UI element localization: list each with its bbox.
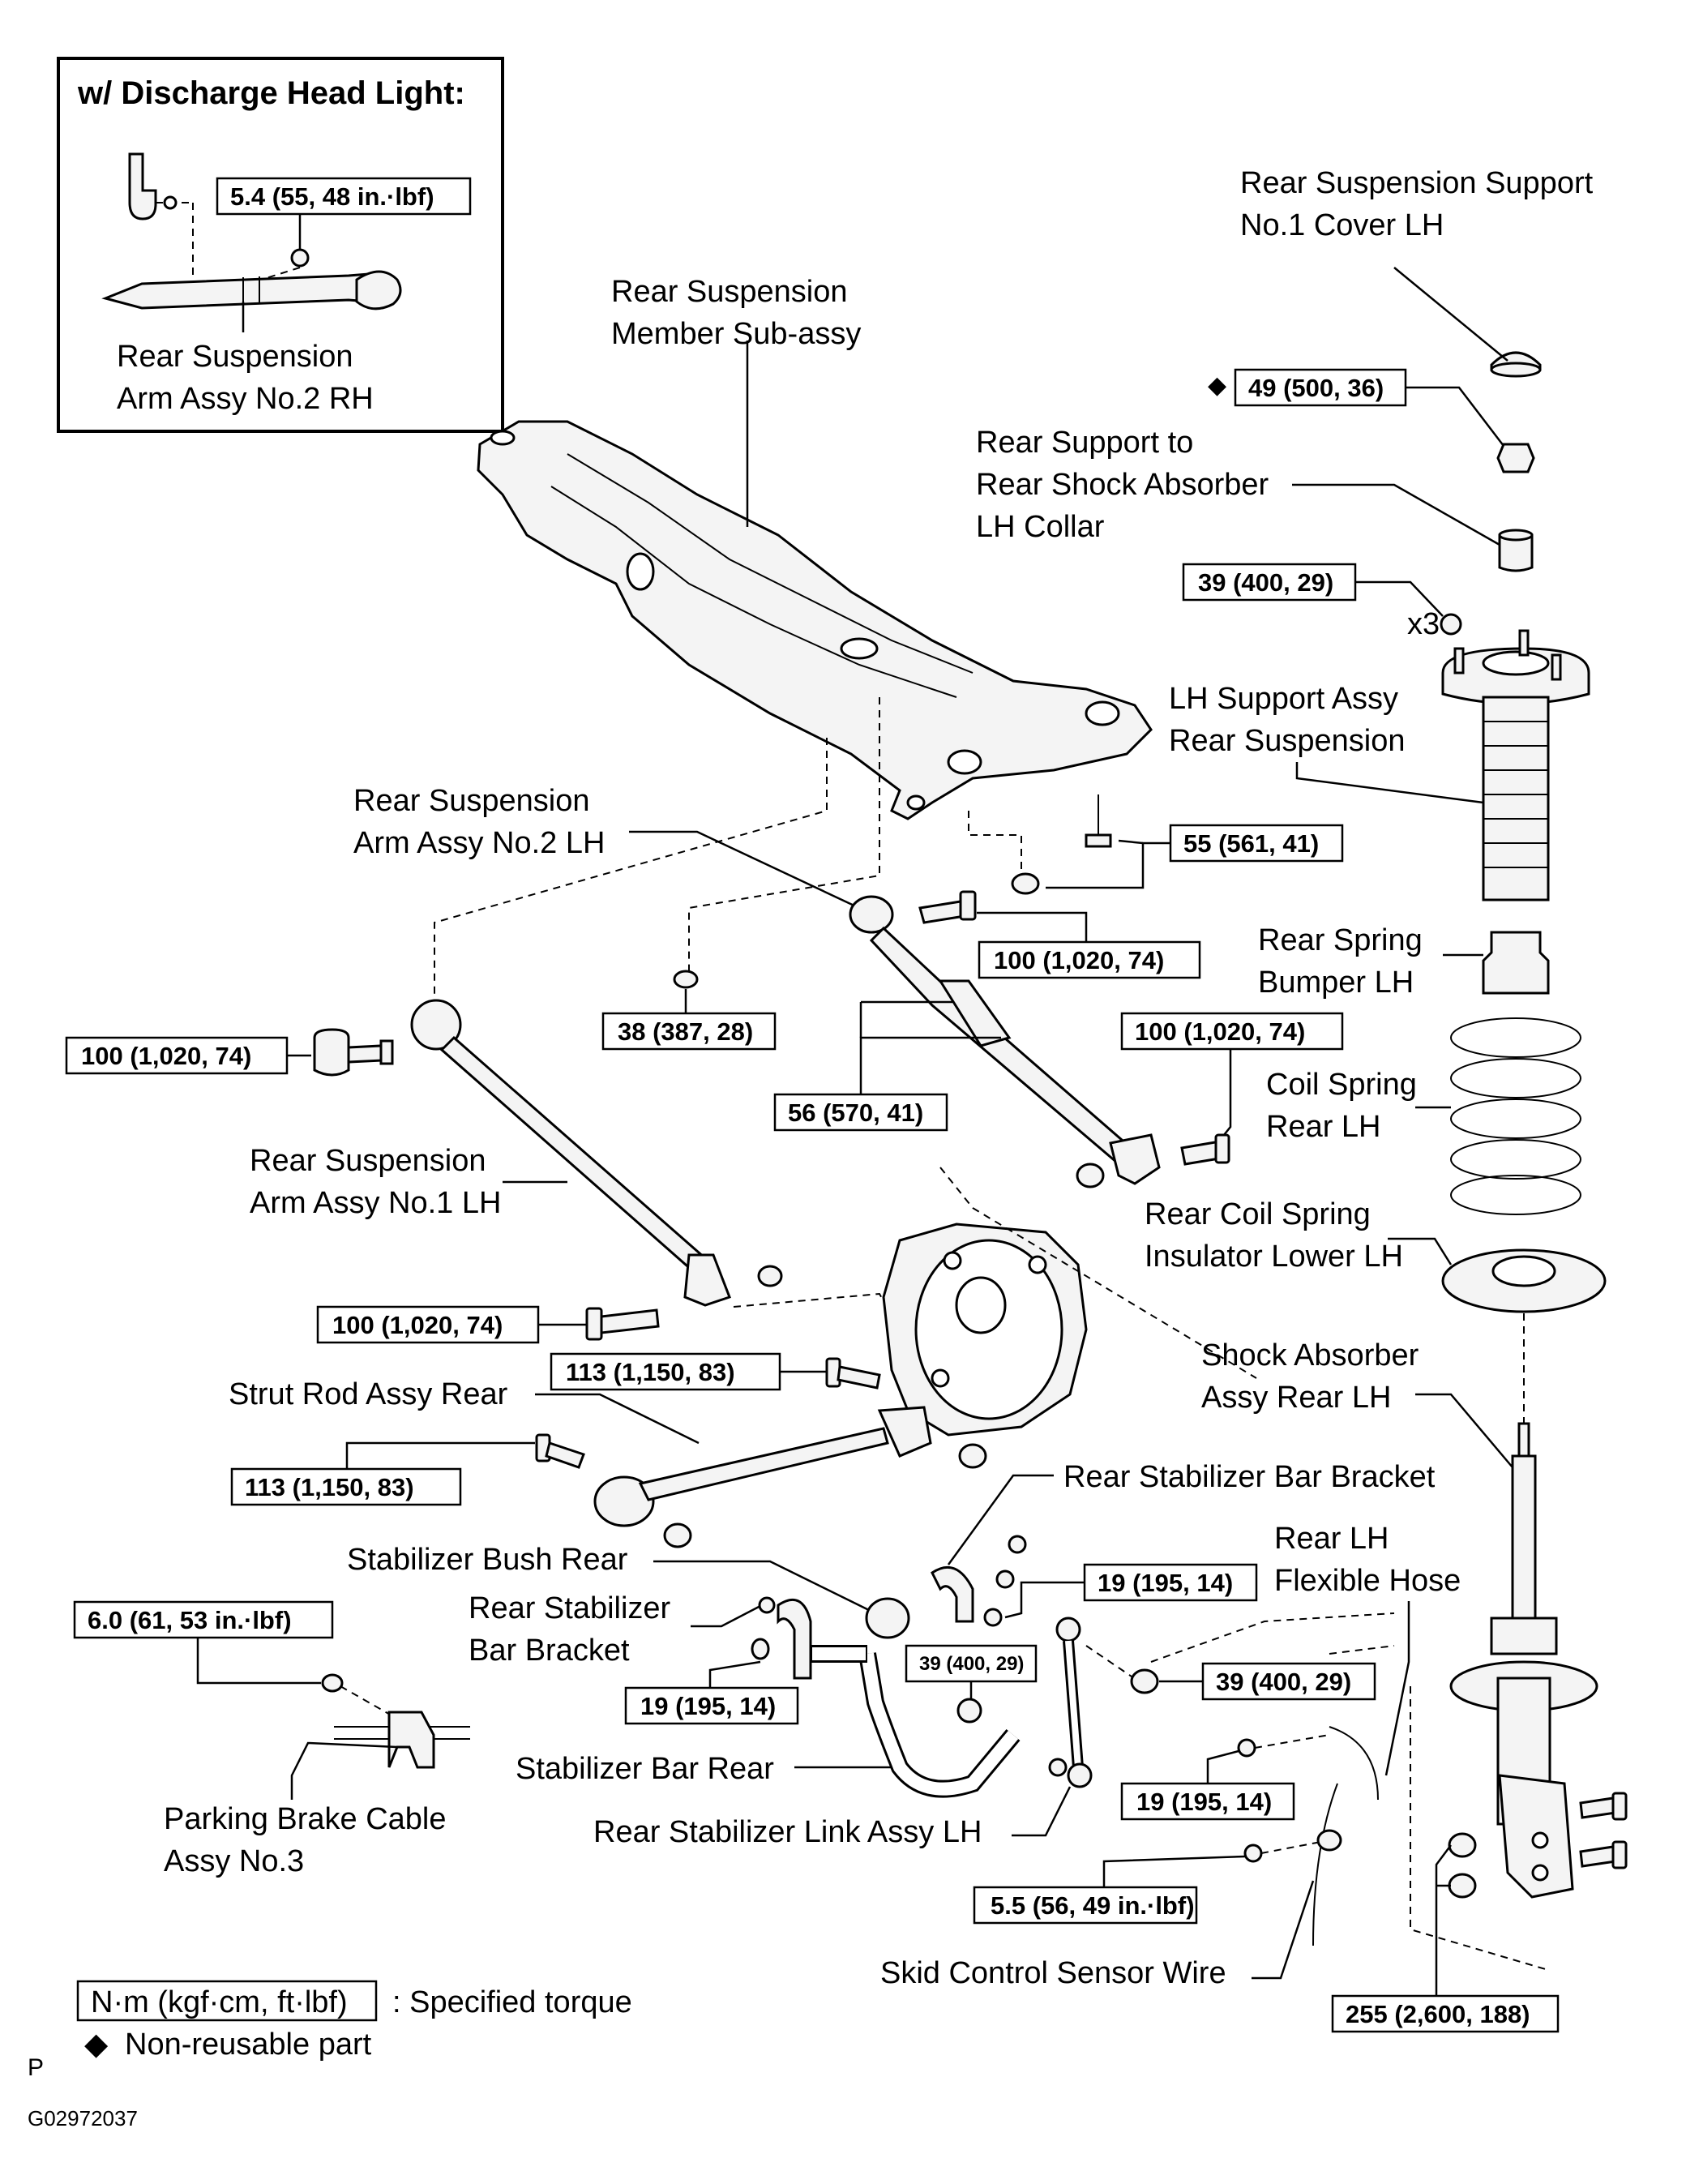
label-collar-1: Rear Support to xyxy=(976,426,1193,460)
torque-19-bracket: 19 (195, 14) xyxy=(1098,1569,1233,1597)
label-lh-support-2: Rear Suspension xyxy=(1169,724,1406,758)
stab-bush-part xyxy=(865,1597,910,1639)
label-shock-1: Shock Absorber xyxy=(1201,1338,1419,1372)
legend-unit: N·m (kgf·cm, ft·lbf) xyxy=(91,1985,348,2019)
footer-letter: P xyxy=(28,2054,44,2081)
coil-spring-insulator xyxy=(1441,1248,1607,1313)
label-collar-2: Rear Shock Absorber xyxy=(976,468,1269,502)
arm-no1-lh xyxy=(410,999,731,1307)
torque-19-left: 19 (195, 14) xyxy=(640,1692,776,1720)
label-stab-bar: Stabilizer Bar Rear xyxy=(516,1752,774,1786)
stabilizer-link xyxy=(1055,1617,1093,1788)
label-insulator-2: Insulator Lower LH xyxy=(1145,1240,1403,1274)
torque-6: 6.0 (61, 53 in.·lbf) xyxy=(88,1606,292,1634)
label-support-cover-1: Rear Suspension Support xyxy=(1240,166,1594,200)
inset-nut xyxy=(290,248,310,268)
label-stab-bush: Stabilizer Bush Rear xyxy=(347,1543,628,1577)
label-pb-cable-1: Parking Brake Cable xyxy=(164,1802,447,1836)
inset-part-line1: Rear Suspension xyxy=(117,340,353,374)
stab-bracket-right xyxy=(931,1565,974,1623)
label-bumper-2: Bumper LH xyxy=(1258,966,1414,1000)
legend: N·m (kgf·cm, ft·lbf) : Specified torque … xyxy=(76,1980,632,2062)
parking-brake-cable xyxy=(334,1711,470,1769)
inset-title: w/ Discharge Head Light: xyxy=(77,75,465,111)
nonreusable-diamond-49: ◆ xyxy=(1208,372,1226,399)
label-collar-3: LH Collar xyxy=(976,510,1105,544)
label-stab-bracket-right: Rear Stabilizer Bar Bracket xyxy=(1063,1460,1436,1494)
label-pb-cable-2: Assy No.3 xyxy=(164,1844,304,1878)
torque-38: 38 (387, 28) xyxy=(618,1017,753,1046)
label-hose-2: Flexible Hose xyxy=(1274,1564,1461,1598)
inset-part-line2: Arm Assy No.2 RH xyxy=(117,382,374,416)
label-arm2lh-1: Rear Suspension xyxy=(353,784,590,818)
rear-axle-carrier xyxy=(882,1223,1088,1437)
torque-39-link: 39 (400, 29) xyxy=(1216,1668,1351,1696)
label-rs-member-1: Rear Suspension xyxy=(611,275,848,309)
torque-100-left: 100 (1,020, 74) xyxy=(81,1042,251,1070)
torque-19-hose: 19 (195, 14) xyxy=(1136,1788,1272,1816)
label-insulator-1: Rear Coil Spring xyxy=(1145,1197,1371,1231)
nut-49 xyxy=(1496,443,1535,473)
lh-support-assy xyxy=(1441,629,1590,901)
label-stab-bracket-left-2: Bar Bracket xyxy=(469,1634,630,1668)
label-skid-sensor: Skid Control Sensor Wire xyxy=(880,1956,1226,1990)
stabilizer-bar xyxy=(811,1645,1021,1798)
collar-part xyxy=(1498,533,1534,572)
label-strut-rod: Strut Rod Assy Rear xyxy=(229,1377,508,1411)
label-coil-1: Coil Spring xyxy=(1266,1068,1417,1102)
shock-absorber xyxy=(1449,1422,1598,1899)
torque-56: 56 (570, 41) xyxy=(788,1098,923,1127)
torque-100-right: 100 (1,020, 74) xyxy=(1135,1017,1305,1046)
label-lh-support-1: LH Support Assy xyxy=(1169,682,1398,716)
torque-113-b: 113 (1,150, 83) xyxy=(245,1473,414,1501)
torque-100-arm1: 100 (1,020, 74) xyxy=(332,1311,503,1339)
torque-55: 55 (561, 41) xyxy=(1183,829,1319,858)
label-x3: x3 xyxy=(1407,607,1440,641)
stab-bracket-left xyxy=(777,1598,812,1680)
torque-49: 49 (500, 36) xyxy=(1248,374,1384,402)
inset-panel: w/ Discharge Head Light: 5.4 (55, 48 in.… xyxy=(57,57,504,433)
label-shock-2: Assy Rear LH xyxy=(1201,1381,1391,1415)
label-hose-1: Rear LH xyxy=(1274,1522,1389,1556)
legend-diamond-icon: ◆ xyxy=(84,2028,109,2062)
strut-rod xyxy=(593,1406,932,1527)
coil-spring xyxy=(1450,1017,1581,1215)
arm-no2-lh xyxy=(849,895,1161,1185)
torque-5-5: 5.5 (56, 49 in.·lbf) xyxy=(991,1891,1195,1920)
label-bumper-1: Rear Spring xyxy=(1258,923,1423,957)
torque-39-small: 39 (400, 29) xyxy=(919,1653,1024,1675)
legend-unit-desc: : Specified torque xyxy=(392,1985,632,2019)
label-stab-link: Rear Stabilizer Link Assy LH xyxy=(593,1815,982,1849)
footer-code: G02972037 xyxy=(28,2106,138,2130)
label-arm1-2: Arm Assy No.1 LH xyxy=(250,1186,501,1220)
inset-link-part xyxy=(128,152,157,221)
label-arm1-1: Rear Suspension xyxy=(250,1144,486,1178)
label-arm2lh-2: Arm Assy No.2 LH xyxy=(353,826,605,860)
bolt-55 xyxy=(1085,833,1112,848)
torque-100-arm2: 100 (1,020, 74) xyxy=(994,946,1164,974)
label-rs-member-2: Member Sub-assy xyxy=(611,317,861,351)
label-stab-bracket-left-1: Rear Stabilizer xyxy=(469,1591,671,1625)
inset-torque-box xyxy=(216,177,472,216)
torque-255: 255 (2,600, 188) xyxy=(1346,2000,1530,2028)
spring-bumper-part xyxy=(1482,931,1550,995)
torque-113-a: 113 (1,150, 83) xyxy=(566,1358,735,1386)
legend-nonreusable: Non-reusable part xyxy=(125,2028,372,2062)
label-coil-2: Rear LH xyxy=(1266,1110,1381,1144)
inset-torque: 5.4 (55, 48 in.·lbf) xyxy=(230,182,434,211)
torque-39-top: 39 (400, 29) xyxy=(1198,568,1333,597)
label-support-cover-2: No.1 Cover LH xyxy=(1240,208,1444,242)
rear-suspension-member xyxy=(477,420,1153,820)
